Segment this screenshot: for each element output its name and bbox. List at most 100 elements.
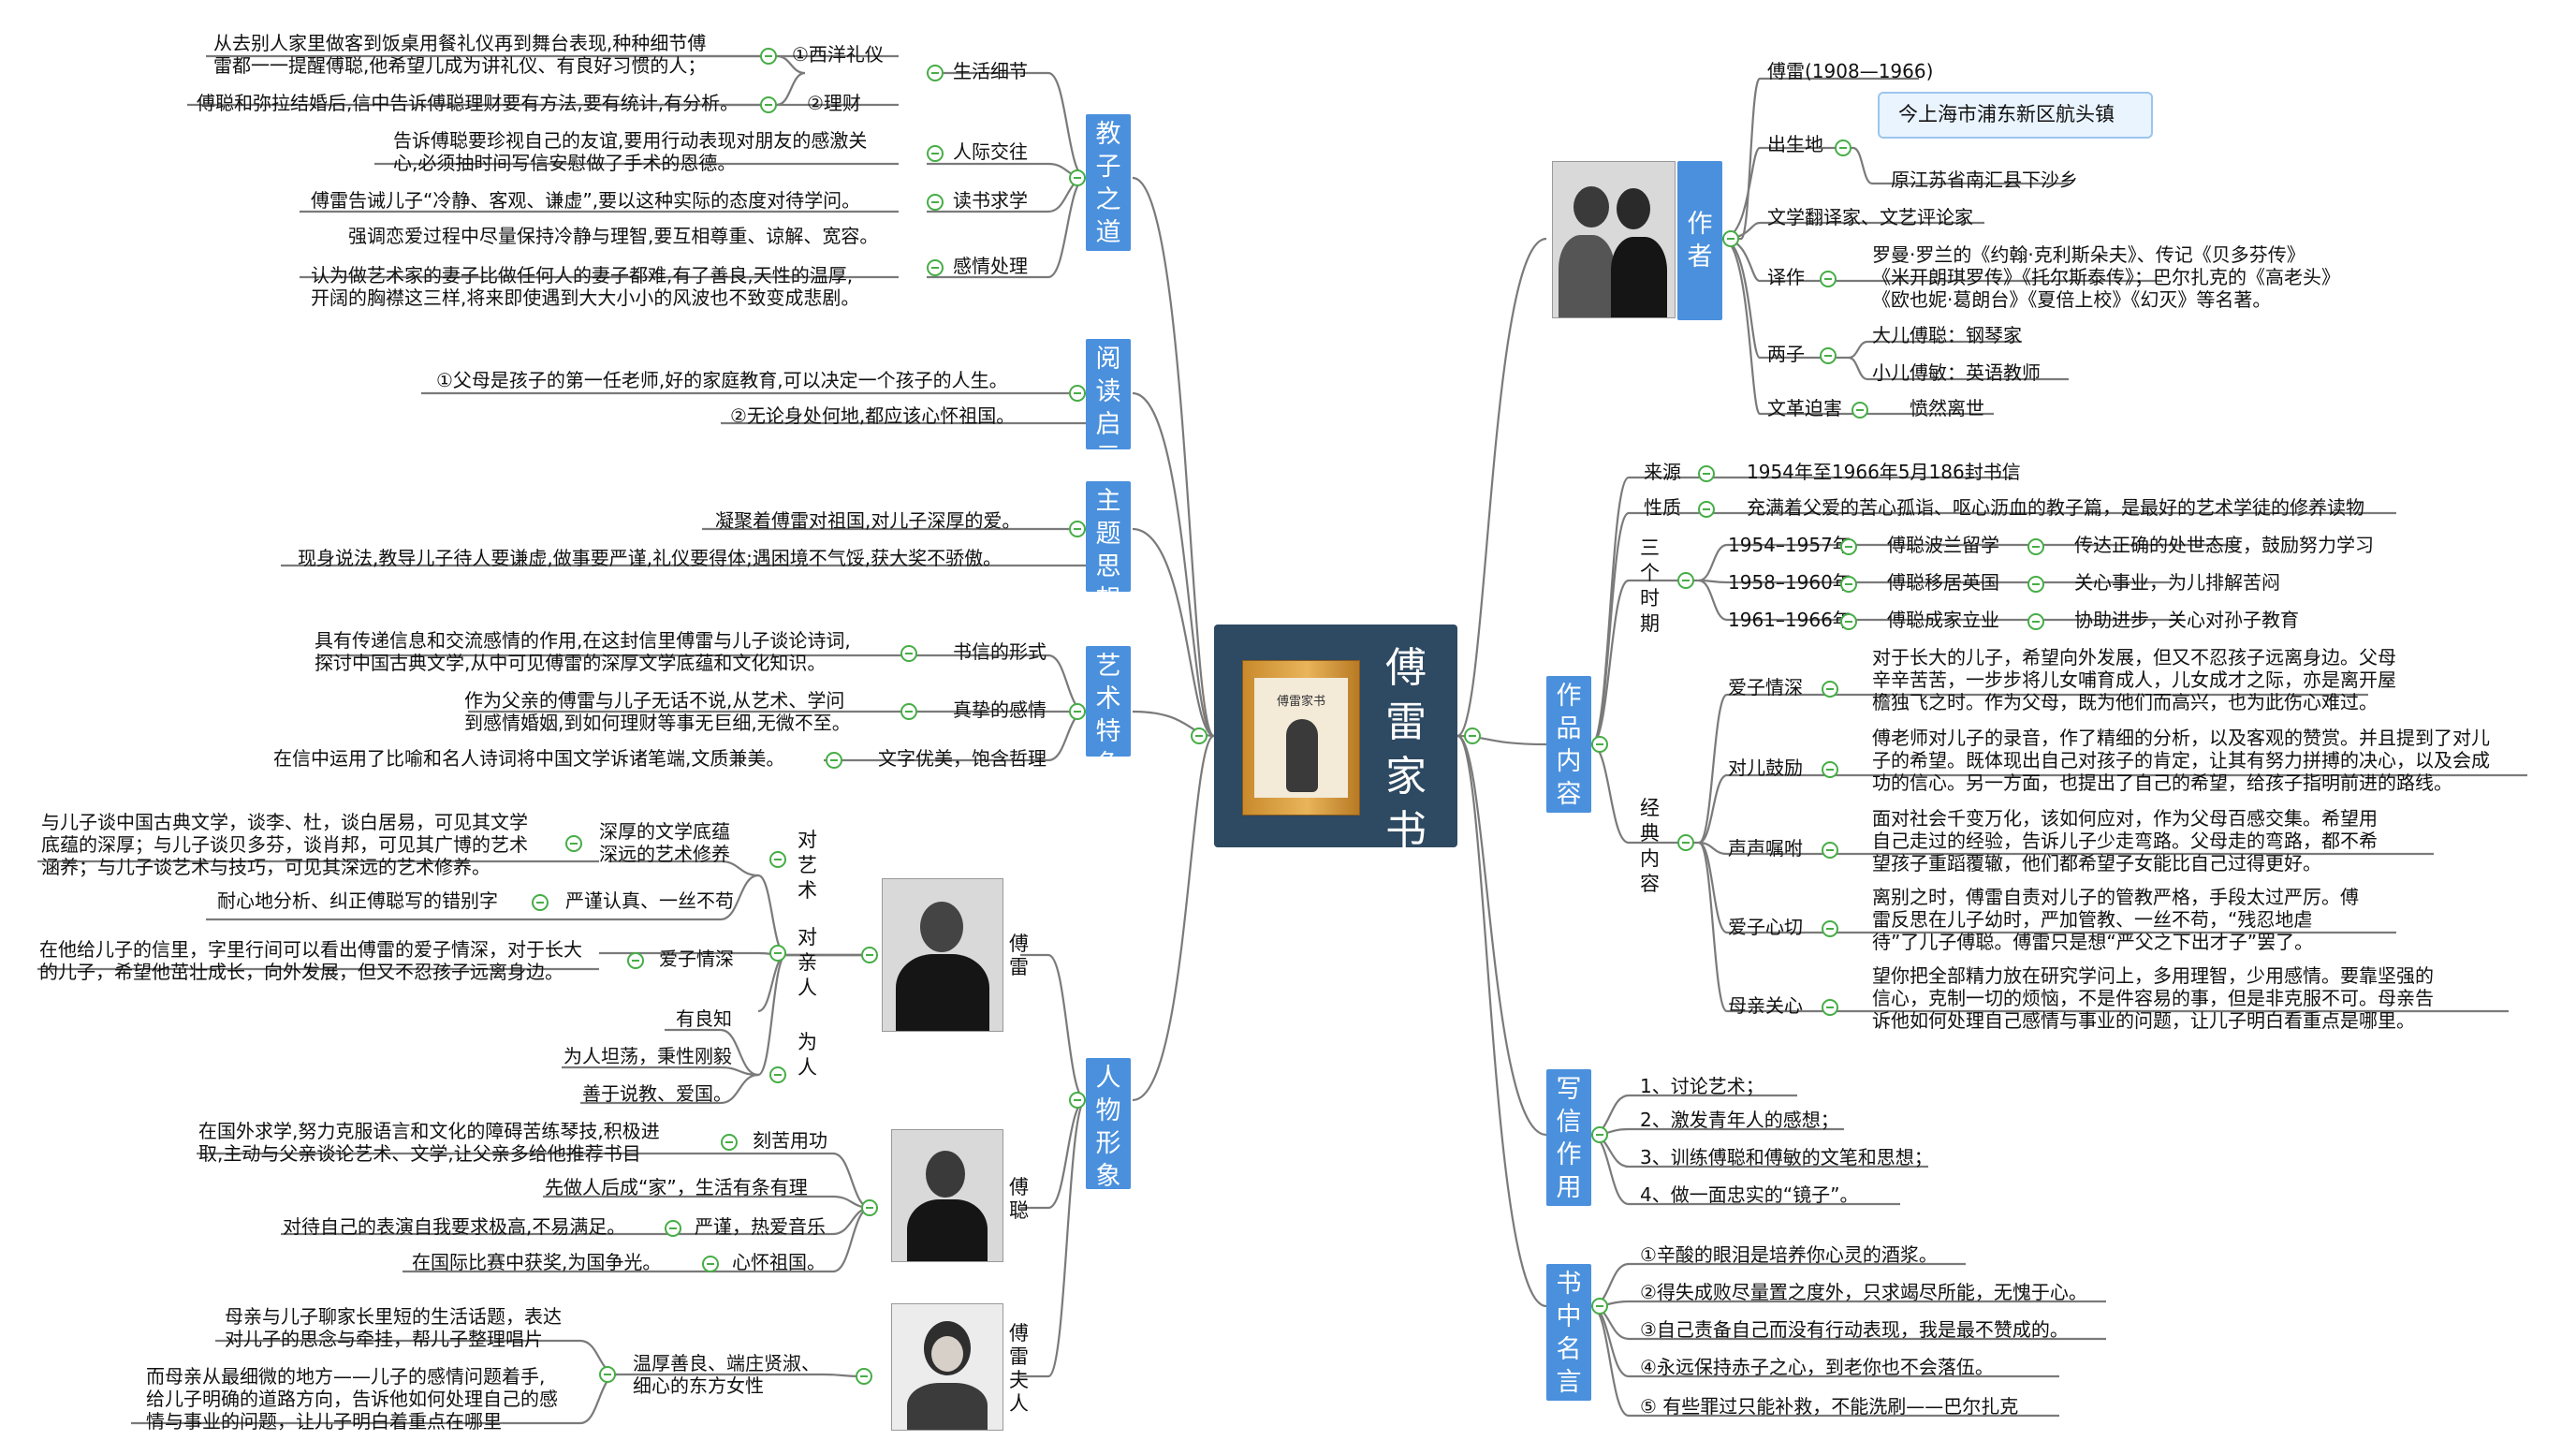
collapse-marker[interactable]: [769, 1066, 786, 1083]
node-dushu[interactable]: 读书求学: [953, 189, 1028, 212]
node-sange[interactable]: 三个时期: [1640, 536, 1660, 635]
collapse-marker[interactable]: [627, 952, 644, 969]
collapse-marker[interactable]: [565, 835, 582, 852]
collapse-marker[interactable]: [1822, 761, 1838, 778]
collapse-marker[interactable]: [1820, 347, 1837, 364]
collapse-marker[interactable]: [900, 703, 917, 720]
central-topic[interactable]: 傅雷家书 傅雷家书: [1214, 625, 1457, 855]
node-xinhuai[interactable]: 心怀祖国。: [732, 1251, 826, 1273]
node-renji[interactable]: 人际交往: [953, 140, 1028, 163]
node-xinshu[interactable]: 书信的形式: [953, 640, 1046, 663]
collapse-marker[interactable]: [1822, 920, 1838, 937]
person-fufuren[interactable]: 傅雷夫人: [1009, 1322, 1029, 1415]
topic-zhuti[interactable]: 主题思想: [1086, 481, 1131, 614]
node-ganqing[interactable]: 感情处理: [953, 255, 1028, 277]
topic-zuopin[interactable]: 作品内容: [1546, 676, 1591, 813]
collapse-marker[interactable]: [1820, 271, 1837, 287]
collapse-marker[interactable]: [1840, 576, 1857, 593]
collapse-marker[interactable]: [1677, 572, 1694, 589]
jingdian-label[interactable]: 爱子情深: [1728, 676, 1803, 698]
topic-yuedu[interactable]: 阅读启示: [1086, 339, 1131, 472]
period-years[interactable]: 1958–1960年: [1728, 571, 1852, 594]
collapse-marker[interactable]: [1722, 230, 1739, 247]
collapse-marker[interactable]: [1835, 140, 1852, 156]
collapse-marker[interactable]: [721, 1134, 738, 1151]
node-shenghuo[interactable]: 生活细节: [953, 60, 1028, 82]
topic-yishu[interactable]: 艺术特色: [1086, 646, 1131, 779]
node-duiyishu[interactable]: 对艺术: [798, 829, 817, 902]
collapse-marker[interactable]: [1069, 385, 1086, 402]
node-laiyuan[interactable]: 来源: [1644, 461, 1681, 483]
collapse-marker[interactable]: [1822, 842, 1838, 859]
node-shenhou-2[interactable]: 深远的艺术修养: [599, 843, 730, 865]
node-aizi[interactable]: 爱子情深: [659, 948, 734, 970]
node-xiyang[interactable]: ①西洋礼仪: [792, 43, 884, 66]
collapse-marker[interactable]: [1822, 681, 1838, 698]
node-wenliang-2[interactable]: 细心的东方女性: [633, 1374, 764, 1397]
collapse-marker[interactable]: [1591, 1298, 1608, 1315]
collapse-marker[interactable]: [2027, 538, 2044, 555]
node-wenge[interactable]: 文革迫害: [1767, 397, 1842, 419]
collapse-marker[interactable]: [1698, 465, 1715, 482]
collapse-marker[interactable]: [2027, 613, 2044, 630]
node-duiqinren[interactable]: 对亲人: [798, 926, 817, 999]
collapse-marker[interactable]: [1677, 834, 1694, 851]
collapse-marker[interactable]: [1069, 169, 1086, 186]
node-yizuo[interactable]: 译作: [1767, 266, 1805, 288]
node-weiren[interactable]: 为人: [798, 1031, 817, 1079]
person-fucong[interactable]: 傅聪: [1009, 1176, 1029, 1222]
collapse-marker[interactable]: [927, 145, 944, 162]
period-years[interactable]: 1954–1957年: [1728, 534, 1852, 556]
collapse-marker[interactable]: [1069, 521, 1086, 537]
collapse-marker[interactable]: [826, 752, 842, 769]
node-zhenzhi[interactable]: 真挚的感情: [953, 698, 1046, 721]
jingdian-label[interactable]: 爱子心切: [1728, 916, 1803, 938]
node-licai[interactable]: ②理财: [807, 92, 861, 114]
collapse-marker[interactable]: [861, 947, 878, 963]
collapse-marker[interactable]: [1464, 728, 1481, 744]
period-event[interactable]: 傅聪成家立业: [1887, 609, 1999, 631]
node-fucong-yanjin[interactable]: 严谨，热爱音乐: [695, 1215, 826, 1238]
jingdian-label[interactable]: 对儿鼓励: [1728, 757, 1803, 779]
collapse-marker[interactable]: [927, 194, 944, 211]
collapse-marker[interactable]: [2027, 576, 2044, 593]
collapse-marker[interactable]: [769, 945, 786, 962]
period-event[interactable]: 傅聪波兰留学: [1887, 534, 1999, 556]
node-liangzi[interactable]: 两子: [1767, 343, 1805, 365]
collapse-marker[interactable]: [702, 1256, 719, 1272]
node-kekuang[interactable]: 刻苦用功: [753, 1129, 827, 1152]
jingdian-label[interactable]: 声声嘱咐: [1728, 837, 1803, 860]
collapse-marker[interactable]: [856, 1368, 872, 1385]
collapse-marker[interactable]: [1822, 999, 1838, 1016]
person-fulei[interactable]: 傅雷: [1009, 933, 1029, 978]
collapse-marker[interactable]: [1840, 613, 1857, 630]
collapse-marker[interactable]: [1591, 1126, 1608, 1143]
collapse-marker[interactable]: [665, 1220, 681, 1237]
node-wenliang-1[interactable]: 温厚善良、端庄贤淑、: [633, 1352, 820, 1374]
collapse-marker[interactable]: [1840, 538, 1857, 555]
collapse-marker[interactable]: [1852, 402, 1868, 419]
collapse-marker[interactable]: [1698, 501, 1715, 518]
jingdian-label[interactable]: 母亲关心: [1728, 994, 1803, 1017]
node-xingzhi[interactable]: 性质: [1644, 496, 1681, 519]
topic-zuozhe[interactable]: 作者: [1677, 161, 1722, 320]
period-years[interactable]: 1961–1966年: [1728, 609, 1852, 631]
collapse-marker[interactable]: [769, 851, 786, 868]
collapse-marker[interactable]: [900, 645, 917, 662]
collapse-marker[interactable]: [1069, 1092, 1086, 1109]
node-jingdian[interactable]: 经典内容: [1640, 797, 1660, 895]
collapse-marker[interactable]: [532, 894, 549, 911]
collapse-marker[interactable]: [599, 1366, 616, 1383]
topic-mingyan[interactable]: 书中名言: [1546, 1264, 1591, 1401]
collapse-marker[interactable]: [927, 259, 944, 276]
collapse-marker[interactable]: [861, 1199, 878, 1216]
collapse-marker[interactable]: [1591, 736, 1608, 753]
period-event[interactable]: 傅聪移居英国: [1887, 571, 1999, 594]
collapse-marker[interactable]: [760, 48, 777, 65]
node-shenhou-1[interactable]: 深厚的文学底蕴: [599, 820, 730, 843]
node-yanjin[interactable]: 严谨认真、一丝不苟: [565, 889, 734, 912]
node-wenzi[interactable]: 文字优美，饱含哲理: [878, 747, 1046, 770]
node-chusheng[interactable]: 出生地: [1767, 133, 1823, 155]
collapse-marker[interactable]: [927, 65, 944, 81]
collapse-marker[interactable]: [1069, 703, 1086, 720]
